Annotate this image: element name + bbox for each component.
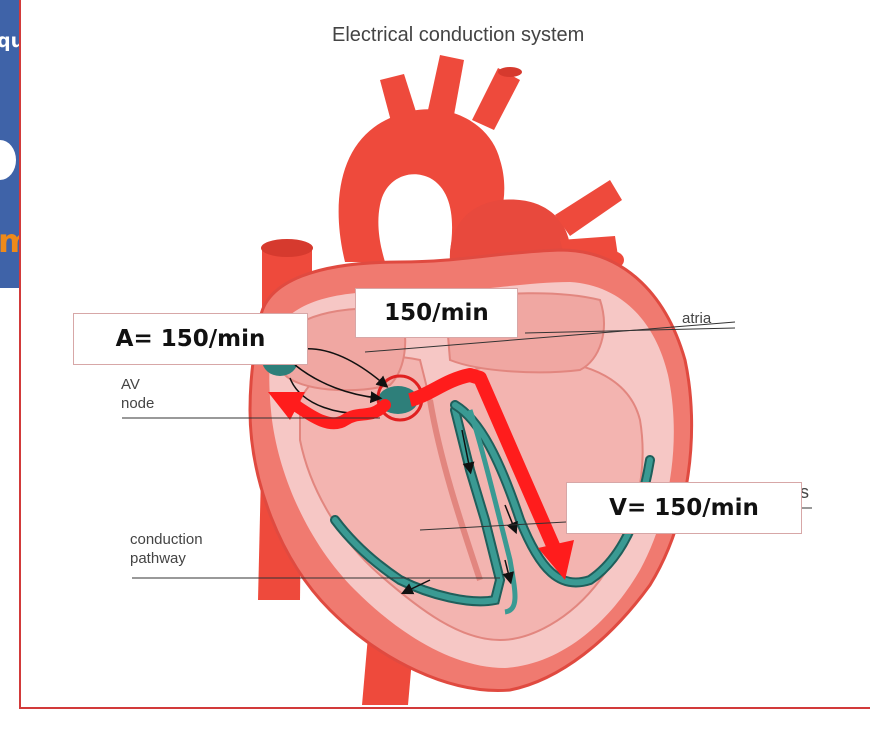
- center-rate-box: 150/min: [355, 288, 518, 338]
- center-rate-text: 150/min: [384, 300, 489, 326]
- arch-branch-3: [472, 68, 520, 130]
- label-av-node: AV node: [121, 376, 154, 414]
- pulmonary-branch: [555, 180, 622, 236]
- atrial-rate-text: A= 150/min: [116, 326, 266, 352]
- ventricular-rate-text: V= 150/min: [609, 495, 759, 521]
- label-conduction-pathway: conduction pathway: [130, 531, 203, 569]
- arch-branch-1: [380, 74, 418, 125]
- ventricular-rate-box: V= 150/min: [566, 482, 802, 534]
- atrial-rate-box: A= 150/min: [73, 313, 308, 365]
- arch-branch-2: [428, 55, 464, 115]
- label-atria: atria: [682, 310, 711, 329]
